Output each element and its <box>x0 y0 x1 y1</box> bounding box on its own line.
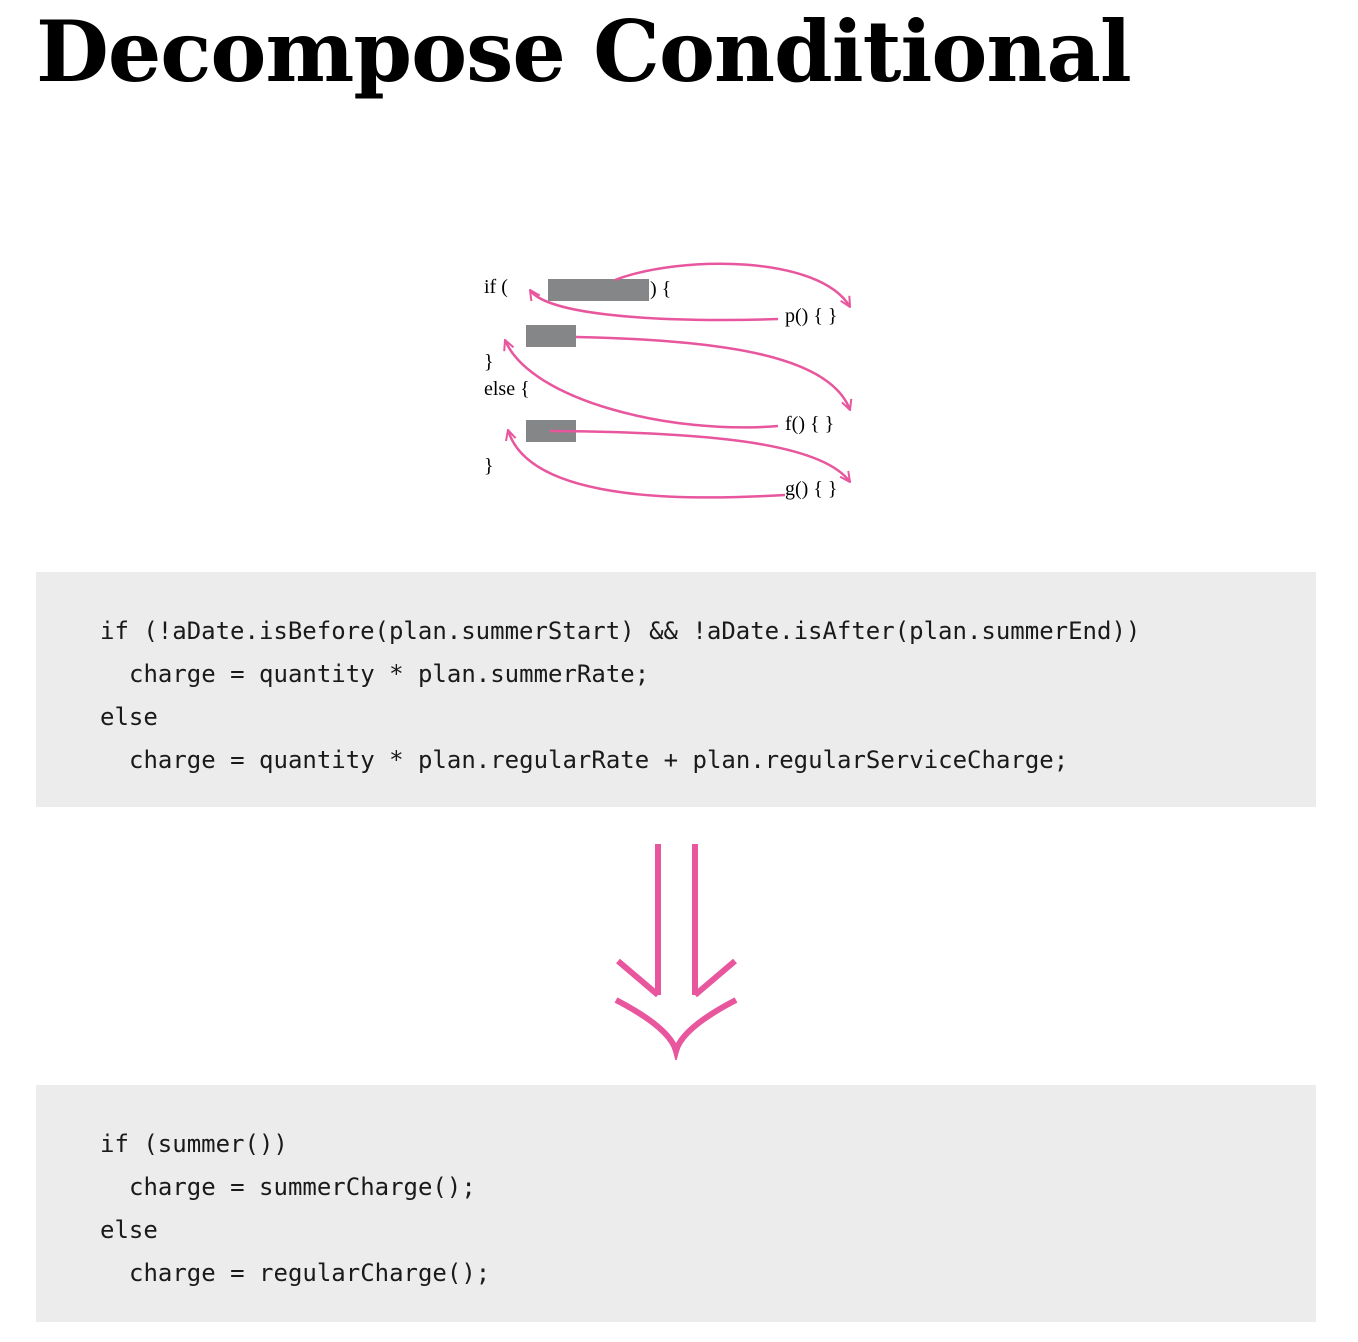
sketch-if-brace: ) { <box>650 278 671 300</box>
sketch-close-brace-2: } <box>484 455 494 477</box>
code-after-line-1: if (summer()) <box>100 1130 288 1158</box>
page-title: Decompose Conditional <box>36 2 1132 101</box>
sketch-f-function: f() { } <box>785 413 834 435</box>
p-call-arrow <box>530 290 779 322</box>
condition-placeholder <box>548 279 649 301</box>
sketch-if-open: if ( <box>484 276 508 298</box>
double-down-arrow-icon <box>614 844 738 1060</box>
g-call-arrow <box>508 430 786 499</box>
sketch-g-function: g() { } <box>785 478 838 500</box>
sketch-p-function: p() { } <box>785 305 838 327</box>
sketch-else-open: else { <box>484 378 530 400</box>
code-before-line-4: charge = quantity * plan.regularRate + p… <box>129 746 1069 774</box>
code-before-line-3: else <box>100 703 158 731</box>
then-to-f-arrow <box>575 335 850 410</box>
code-before-line-1: if (!aDate.isBefore(plan.summerStart) &&… <box>100 617 1141 645</box>
decompose-conditional-sketch: if ( ) { } else { } p() { } f() { } g() … <box>484 262 890 500</box>
sketch-close-brace-1: } <box>484 351 494 373</box>
else-to-g-arrow <box>549 429 850 482</box>
f-call-arrow <box>505 340 779 429</box>
code-after-line-4: charge = regularCharge(); <box>129 1259 491 1287</box>
condition-to-p-arrow <box>614 262 850 307</box>
code-after-line-2: charge = summerCharge(); <box>129 1173 476 1201</box>
code-before-line-2: charge = quantity * plan.summerRate; <box>129 660 650 688</box>
code-after-line-3: else <box>100 1216 158 1244</box>
then-branch-placeholder <box>526 325 576 347</box>
code-after-panel: if (summer()) charge = summerCharge(); e… <box>36 1085 1316 1322</box>
code-before-panel: if (!aDate.isBefore(plan.summerStart) &&… <box>36 572 1316 807</box>
